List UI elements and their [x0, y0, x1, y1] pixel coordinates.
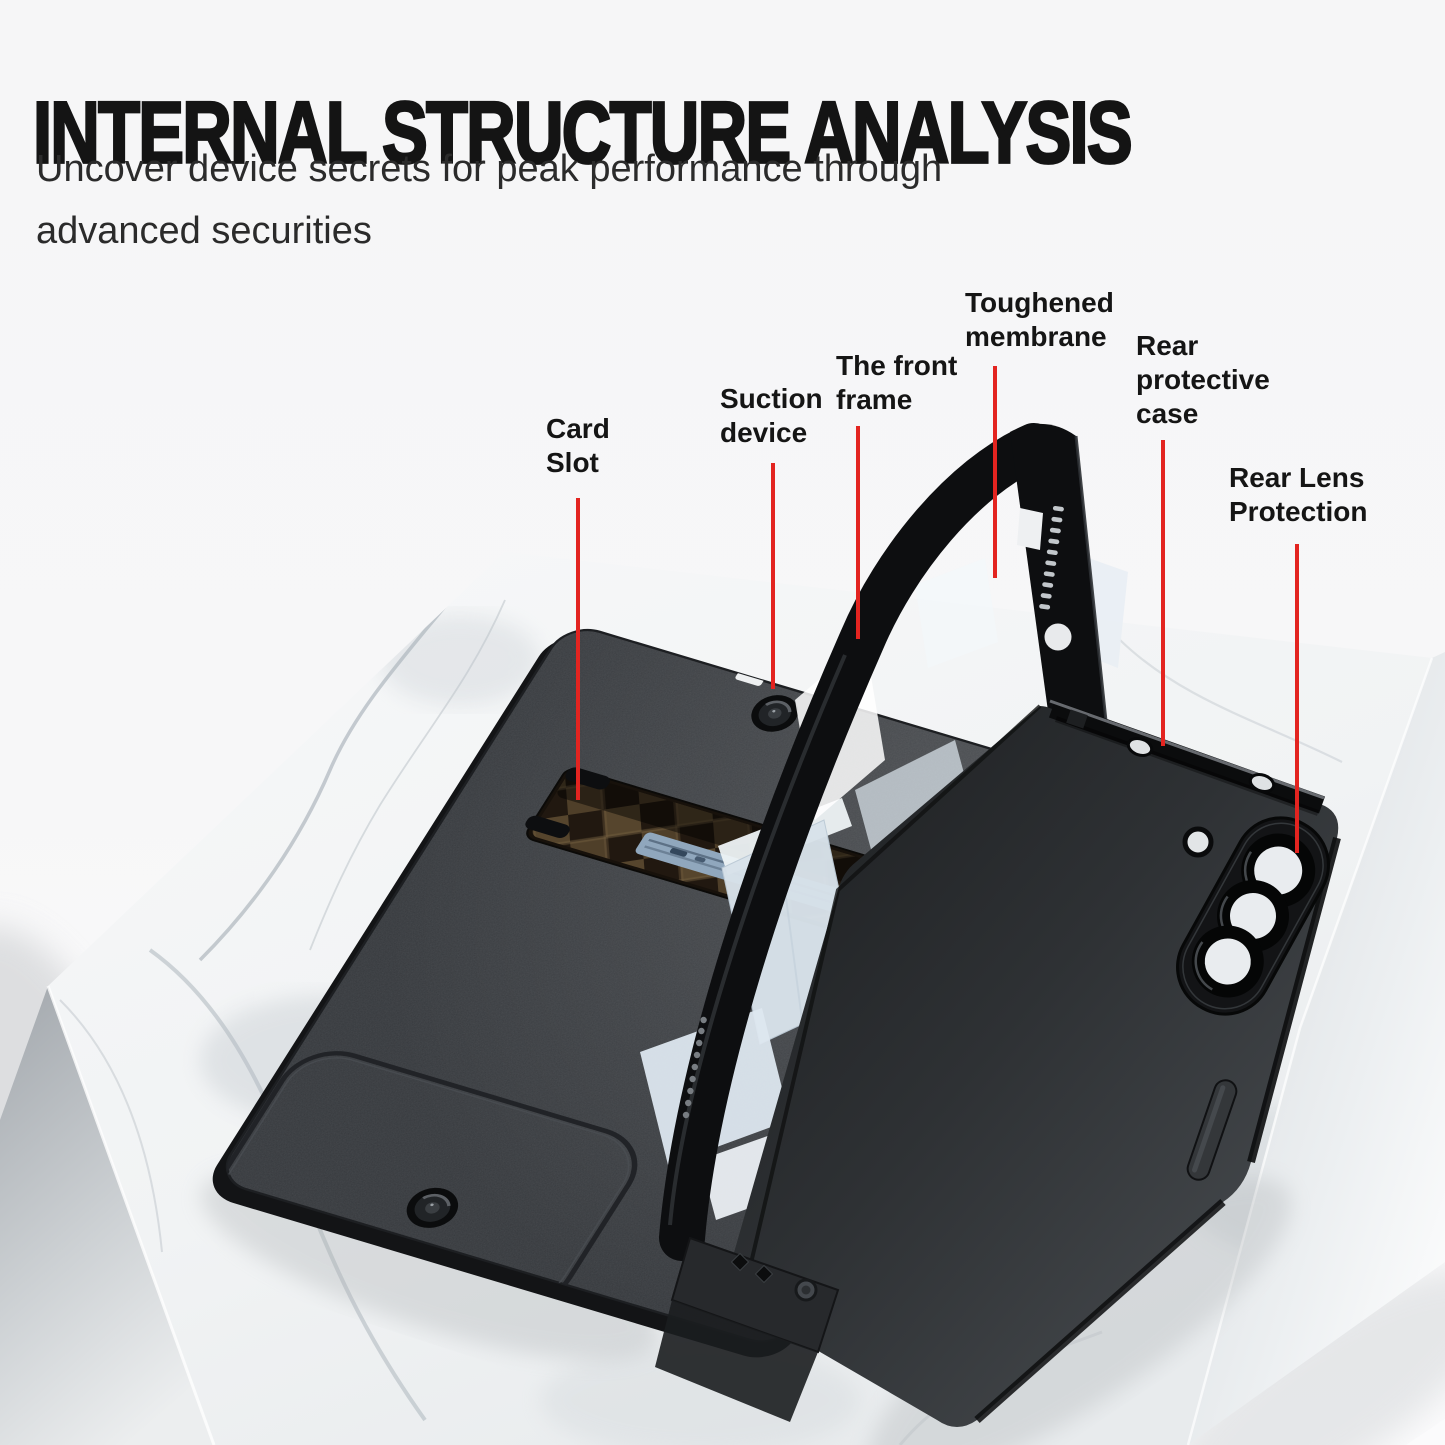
- page-subtitle: Uncover device secrets for peak performa…: [36, 148, 943, 252]
- suction-button-bottom: [406, 1187, 459, 1228]
- frame-speaker-slots: [1039, 505, 1064, 610]
- callout-label-toughened-membrane: Toughened membrane: [965, 287, 1114, 352]
- callout-line-rear-lens-protection: [1295, 544, 1299, 853]
- callout-line-rear-protective-case: [1161, 440, 1165, 746]
- callout-label-card-slot: Card Slot: [546, 413, 610, 478]
- page-title: INTERNAL STRUCTURE ANALYSIS: [32, 82, 1134, 183]
- callout-label-rear-protective-case: Rear protective case: [1136, 330, 1270, 429]
- frame-notch: [1017, 508, 1043, 550]
- callout-line-suction-device: [771, 463, 775, 689]
- screw-hole: [1126, 736, 1154, 758]
- camera-island: [1176, 816, 1330, 1016]
- callout-line-card-slot: [576, 498, 580, 800]
- callout-line-front-frame: [856, 426, 860, 639]
- suction-button-top: [751, 695, 799, 732]
- case-side-clip: [1186, 1079, 1238, 1181]
- callout-label-suction-device: Suction device: [720, 383, 823, 448]
- rear-lens-hole: [1191, 925, 1264, 998]
- callout-label-front-frame: The front frame: [836, 350, 958, 415]
- rear-protective-case: [726, 699, 1341, 1427]
- callout-line-toughened-membrane: [993, 366, 997, 578]
- hinge-plate: [655, 1236, 840, 1422]
- hinge-hole: [754, 1264, 774, 1284]
- frame-mic-dots: [682, 1016, 707, 1119]
- card-hook-bottom: [525, 815, 570, 838]
- flash-hole: [1182, 826, 1214, 858]
- callout-label-rear-lens-protection: Rear Lens Protection: [1229, 462, 1368, 527]
- screw-hole: [1248, 772, 1276, 794]
- front-frame: [659, 423, 1110, 1261]
- frame-hole: [1044, 623, 1072, 651]
- frame-top-rail: [1010, 423, 1108, 740]
- hinge-hole: [730, 1252, 750, 1272]
